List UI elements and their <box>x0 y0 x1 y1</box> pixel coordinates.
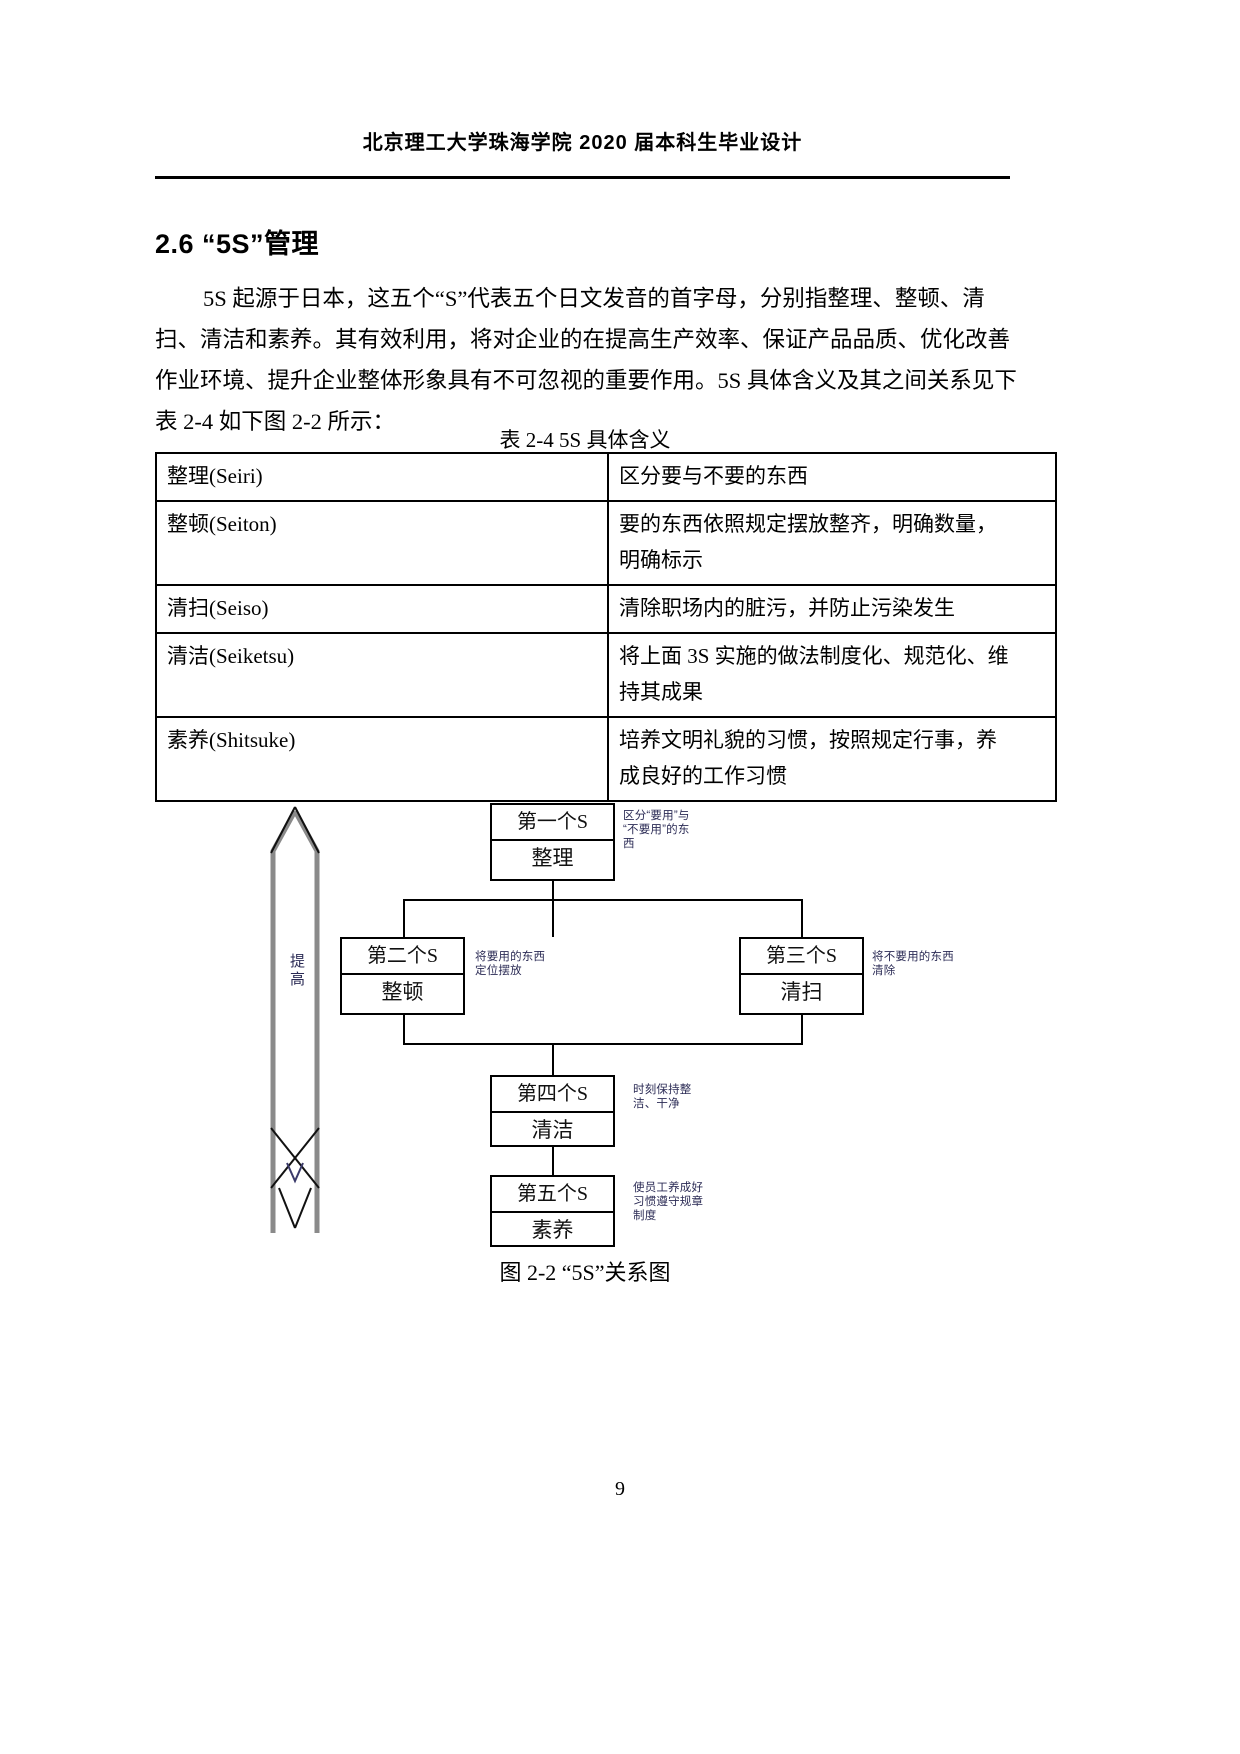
table-cell-meaning: 培养文明礼貌的习惯，按照规定行事，养 成良好的工作习惯 <box>607 716 1057 802</box>
arrow-label-improve: 提高 <box>288 953 305 989</box>
meaning-line-1: 区分要与不要的东西 <box>619 464 808 488</box>
meaning-line-1: 清除职场内的脏污，并防止污染发生 <box>619 596 955 620</box>
annotation-s5: 使员工养成好 习惯遵守规章 制度 <box>633 1181 745 1223</box>
annotation-s3: 将不要用的东西 清除 <box>872 950 992 978</box>
connector-to-s4 <box>552 1043 554 1079</box>
connector-s3-down <box>801 1013 803 1045</box>
diagram-box-s3-term: 清扫 <box>780 980 823 1004</box>
connector-horizontal-branch <box>403 899 803 901</box>
table-cell-term: 清洁(Seiketsu) <box>155 632 609 718</box>
meaning-line-2: 持其成果 <box>619 680 703 704</box>
annotation-s5-line-2: 习惯遵守规章 <box>633 1196 704 1208</box>
annotation-s4: 时刻保持整 洁、干净 <box>633 1083 743 1111</box>
annotation-s1-line-3: 西 <box>623 838 635 850</box>
connector-to-s3 <box>801 899 803 939</box>
annotation-s3-line-2: 清除 <box>872 965 896 977</box>
diagram-box-s5: 第五个S 素养 <box>490 1175 615 1247</box>
table-row: 整顿(Seiton) 要的东西依照规定摆放整齐，明确数量， 明确标示 <box>155 500 1057 586</box>
connector-to-s2 <box>403 899 405 939</box>
figure-caption: 图 2-2 “5S”关系图 <box>499 1260 671 1285</box>
connector-merge-horizontal <box>403 1043 803 1045</box>
table-caption: 表 2-4 5S 具体含义 <box>499 428 671 452</box>
diagram-box-s1: 第一个S 整理 <box>490 803 615 881</box>
diagram-box-s1-term: 整理 <box>531 846 574 870</box>
annotation-s1-line-1: 区分“要用”与 <box>623 810 690 822</box>
diagram-box-s2-title: 第二个S <box>342 939 463 975</box>
header-rule <box>155 176 1010 179</box>
annotation-s4-line-2: 洁、干净 <box>633 1098 680 1110</box>
table-row: 整理(Seiri) 区分要与不要的东西 <box>155 452 1057 502</box>
meaning-line-1: 要的东西依照规定摆放整齐，明确数量， <box>619 512 997 536</box>
annotation-s5-line-3: 制度 <box>633 1210 657 1222</box>
table-cell-meaning: 区分要与不要的东西 <box>607 452 1057 502</box>
paragraph-line-3: 作业环境、提升企业整体形象具有不可忽视的重要作用。5S 具体含义及其之间关系见下 <box>155 368 1017 393</box>
table-row: 素养(Shitsuke) 培养文明礼貌的习惯，按照规定行事，养 成良好的工作习惯 <box>155 716 1057 802</box>
diagram-box-s5-title: 第五个S <box>492 1177 613 1213</box>
diagram-box-s4: 第四个S 清洁 <box>490 1075 615 1147</box>
table-cell-term: 整顿(Seiton) <box>155 500 609 586</box>
running-header: 北京理工大学珠海学院 2020 届本科生毕业设计 <box>362 132 803 154</box>
paragraph-line-4: 表 2-4 如下图 2-2 所示： <box>155 409 395 434</box>
table-cell-meaning: 清除职场内的脏污，并防止污染发生 <box>607 584 1057 634</box>
annotation-s1: 区分“要用”与 “不要用”的东 西 <box>623 809 733 851</box>
table-row: 清洁(Seiketsu) 将上面 3S 实施的做法制度化、规范化、维 持其成果 <box>155 632 1057 718</box>
diagram-box-s3-title: 第三个S <box>741 939 862 975</box>
connector-s1-down <box>552 881 554 937</box>
table-cell-term: 整理(Seiri) <box>155 452 609 502</box>
page-number: 9 <box>615 1478 625 1500</box>
section-heading: 2.6 “5S”管理 <box>155 229 320 259</box>
annotation-s2: 将要用的东西 定位摆放 <box>475 950 585 978</box>
annotation-s2-line-1: 将要用的东西 <box>475 951 546 963</box>
table-cell-meaning: 将上面 3S 实施的做法制度化、规范化、维 持其成果 <box>607 632 1057 718</box>
table-cell-meaning: 要的东西依照规定摆放整齐，明确数量， 明确标示 <box>607 500 1057 586</box>
diagram-box-s3: 第三个S 清扫 <box>739 937 864 1015</box>
diagram-box-s2-term: 整顿 <box>381 980 424 1004</box>
table-5s-definitions: 整理(Seiri) 区分要与不要的东西 整顿(Seiton) 要的东西依照规定摆… <box>155 452 1057 802</box>
table-row: 清扫(Seiso) 清除职场内的脏污，并防止污染发生 <box>155 584 1057 634</box>
connector-s2-down <box>403 1013 405 1045</box>
meaning-line-1: 培养文明礼貌的习惯，按照规定行事，养 <box>619 728 997 752</box>
diagram-box-s2: 第二个S 整顿 <box>340 937 465 1015</box>
diagram-box-s4-title: 第四个S <box>492 1077 613 1113</box>
body-paragraph: 5S 起源于日本，这五个“S”代表五个日文发音的首字母，分别指整理、整顿、清 扫… <box>155 278 1017 442</box>
annotation-s5-line-1: 使员工养成好 <box>633 1182 704 1194</box>
diagram-box-s1-title: 第一个S <box>492 805 613 841</box>
upward-arrow-icon <box>270 806 320 1233</box>
meaning-line-2: 明确标示 <box>619 548 703 572</box>
annotation-s4-line-1: 时刻保持整 <box>633 1084 692 1096</box>
diagram-box-s5-term: 素养 <box>531 1218 574 1242</box>
table-cell-term: 清扫(Seiso) <box>155 584 609 634</box>
paragraph-line-2: 扫、清洁和素养。其有效利用，将对企业的在提高生产效率、保证产品品质、优化改善 <box>155 327 1011 352</box>
annotation-s1-line-2: “不要用”的东 <box>623 824 690 836</box>
annotation-s3-line-1: 将不要用的东西 <box>872 951 954 963</box>
meaning-line-2: 成良好的工作习惯 <box>619 764 787 788</box>
paragraph-line-1: 5S 起源于日本，这五个“S”代表五个日文发音的首字母，分别指整理、整顿、清 <box>203 286 985 311</box>
meaning-line-1: 将上面 3S 实施的做法制度化、规范化、维 <box>619 644 1009 668</box>
diagram-box-s4-term: 清洁 <box>531 1118 574 1142</box>
annotation-s2-line-2: 定位摆放 <box>475 965 522 977</box>
table-cell-term: 素养(Shitsuke) <box>155 716 609 802</box>
connector-s4-to-s5 <box>552 1147 554 1175</box>
figure-5s-relationship: 提高 第一个S 整理 区分“要用”与 “不要用”的东 西 第二个S 整顿 将要用… <box>155 785 1015 1255</box>
